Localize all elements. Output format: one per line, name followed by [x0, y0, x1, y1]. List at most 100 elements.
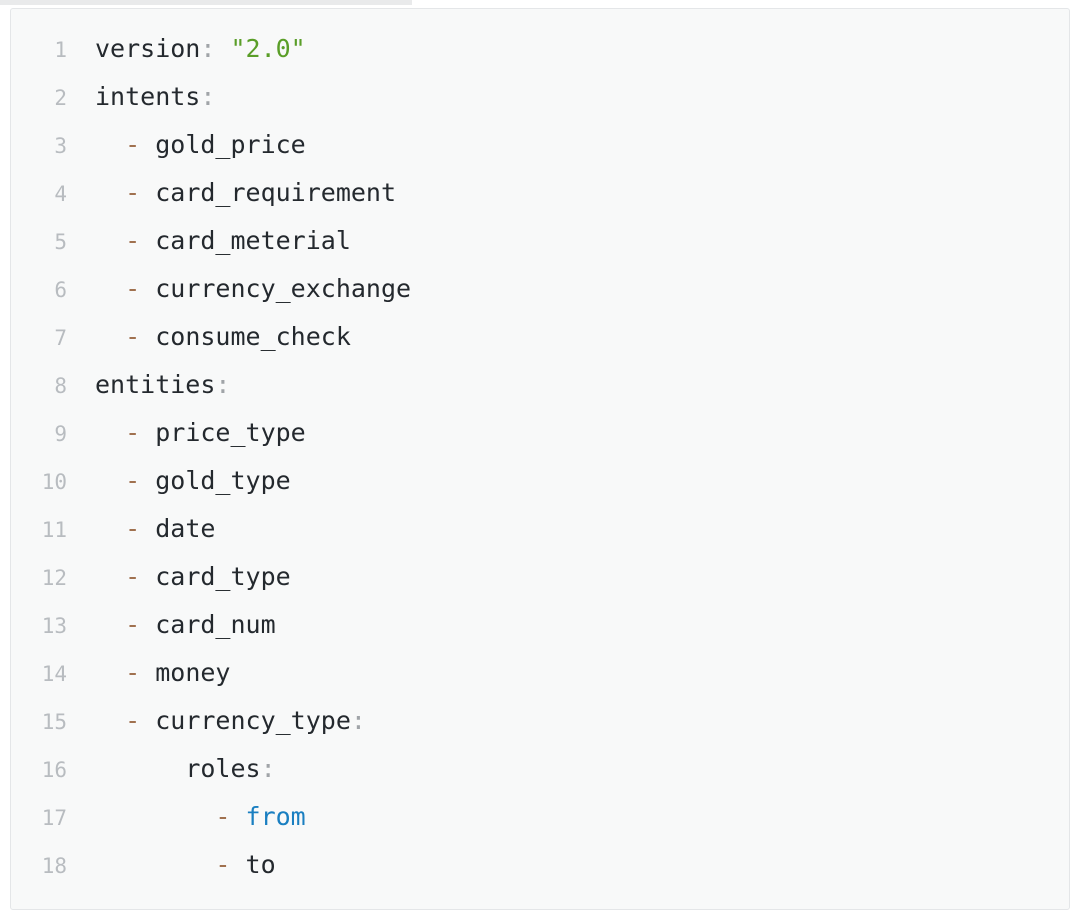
yaml-value-token: from: [245, 802, 306, 831]
indent-space: [95, 274, 125, 303]
yaml-key-token: currency_type: [155, 706, 351, 735]
yaml-value-token: gold_price: [155, 130, 306, 159]
yaml-value-token: card_requirement: [155, 178, 397, 207]
line-content: - price_type: [67, 409, 1069, 457]
list-dash-token: -: [125, 658, 156, 687]
indent-space: [95, 754, 185, 783]
line-number: 10: [41, 470, 67, 494]
list-dash-token: -: [125, 130, 156, 159]
code-line: 4 - card_requirement: [11, 169, 1069, 217]
line-number: 17: [41, 806, 67, 830]
yaml-value-token: gold_type: [155, 466, 291, 495]
colon-token: :: [350, 706, 366, 735]
yaml-key-token: entities: [95, 370, 216, 399]
line-number: 12: [41, 566, 67, 590]
list-dash-token: -: [125, 322, 156, 351]
line-number: 6: [54, 278, 67, 302]
line-content: - card_meterial: [67, 217, 1069, 265]
indent-space: [95, 706, 125, 735]
indent-space: [95, 226, 125, 255]
yaml-value-token: currency_exchange: [155, 274, 412, 303]
list-dash-token: -: [125, 178, 156, 207]
code-line: 10 - gold_type: [11, 457, 1069, 505]
line-content: - currency_type:: [67, 697, 1069, 745]
yaml-key-token: version: [95, 34, 201, 63]
top-edge-strip: [0, 0, 412, 5]
list-dash-token: -: [125, 514, 156, 543]
code-line: 14 - money: [11, 649, 1069, 697]
line-content: - card_type: [67, 553, 1069, 601]
indent-space: [95, 178, 125, 207]
yaml-value-token: card_num: [155, 610, 276, 639]
line-content: roles:: [67, 745, 1069, 793]
line-content: - money: [67, 649, 1069, 697]
colon-token: :: [260, 754, 276, 783]
yaml-value-token: money: [155, 658, 231, 687]
line-content: - currency_exchange: [67, 265, 1069, 313]
line-content: - from: [67, 793, 1069, 841]
code-line: 3 - gold_price: [11, 121, 1069, 169]
code-line: 15 - currency_type:: [11, 697, 1069, 745]
list-dash-token: -: [125, 226, 156, 255]
line-number: 4: [54, 182, 67, 206]
list-dash-token: -: [125, 274, 156, 303]
indent-space: [95, 514, 125, 543]
indent-space: [95, 658, 125, 687]
line-content: - card_num: [67, 601, 1069, 649]
yaml-value-token: card_meterial: [155, 226, 351, 255]
list-dash-token: -: [125, 466, 156, 495]
indent-space: [95, 610, 125, 639]
colon-token: :: [215, 370, 231, 399]
list-dash-token: -: [125, 610, 156, 639]
code-line: 1 version: "2.0": [11, 25, 1069, 73]
line-number: 8: [54, 374, 67, 398]
line-number: 1: [54, 38, 67, 62]
code-line: 12 - card_type: [11, 553, 1069, 601]
line-number: 11: [41, 518, 67, 542]
list-dash-token: -: [125, 418, 156, 447]
indent-space: [95, 466, 125, 495]
line-number: 7: [54, 326, 67, 350]
colon-token: :: [200, 82, 216, 111]
code-line: 16 roles:: [11, 745, 1069, 793]
yaml-value-token: date: [155, 514, 216, 543]
indent-space: [95, 130, 125, 159]
line-number: 2: [54, 86, 67, 110]
yaml-key-token: intents: [95, 82, 201, 111]
line-content: - gold_price: [67, 121, 1069, 169]
line-number: 3: [54, 134, 67, 158]
line-number: 15: [41, 710, 67, 734]
indent-space: [95, 562, 125, 591]
code-line: 5 - card_meterial: [11, 217, 1069, 265]
yaml-value-token: "2.0": [215, 34, 306, 63]
line-content: - card_requirement: [67, 169, 1069, 217]
line-content: - gold_type: [67, 457, 1069, 505]
list-dash-token: -: [215, 850, 246, 879]
yaml-value-token: price_type: [155, 418, 306, 447]
line-content: entities:: [67, 361, 1069, 409]
indent-space: [95, 418, 125, 447]
yaml-value-token: card_type: [155, 562, 291, 591]
yaml-key-token: roles: [185, 754, 261, 783]
list-dash-token: -: [125, 562, 156, 591]
indent-space: [95, 850, 215, 879]
colon-token: :: [200, 34, 216, 63]
line-number: 13: [41, 614, 67, 638]
line-content: - consume_check: [67, 313, 1069, 361]
line-number: 18: [41, 854, 67, 878]
line-content: intents:: [67, 73, 1069, 121]
code-line: 17 - from: [11, 793, 1069, 841]
list-dash-token: -: [215, 802, 246, 831]
code-line: 11 - date: [11, 505, 1069, 553]
code-line: 7 - consume_check: [11, 313, 1069, 361]
line-number: 9: [54, 422, 67, 446]
list-dash-token: -: [125, 706, 156, 735]
line-number: 16: [41, 758, 67, 782]
indent-space: [95, 322, 125, 351]
yaml-value-token: consume_check: [155, 322, 351, 351]
code-line: 18 - to: [11, 841, 1069, 889]
